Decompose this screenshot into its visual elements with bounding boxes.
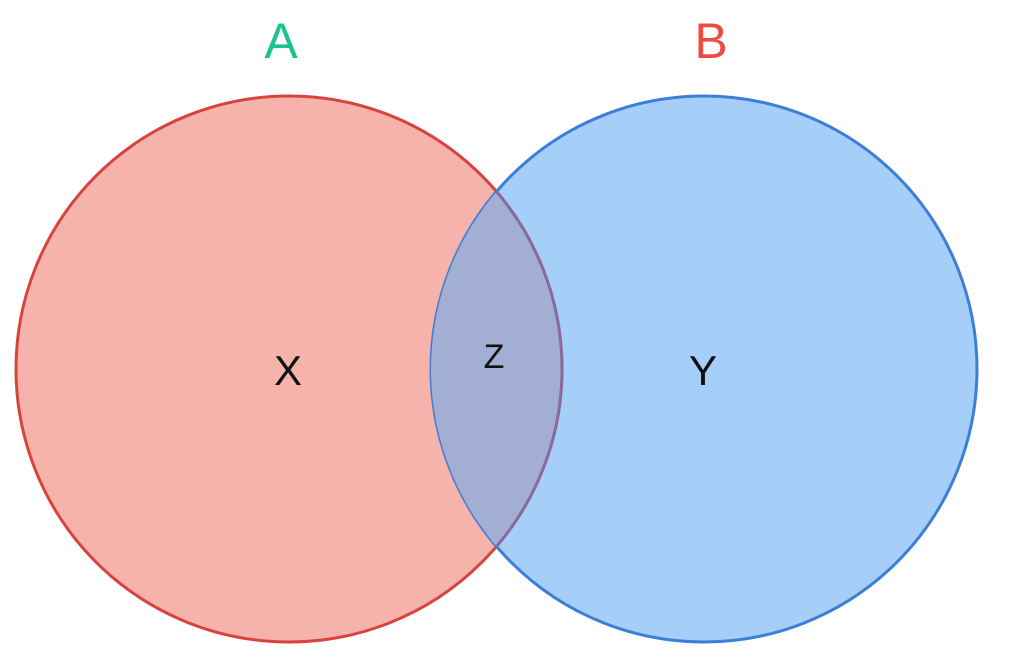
set-b-title: B	[694, 13, 727, 69]
region-z-label: Z	[484, 338, 505, 376]
region-x-label: X	[274, 347, 302, 394]
region-y-label: Y	[689, 347, 717, 394]
set-a-inner-outline	[431, 96, 564, 642]
set-a-title: A	[264, 13, 298, 69]
